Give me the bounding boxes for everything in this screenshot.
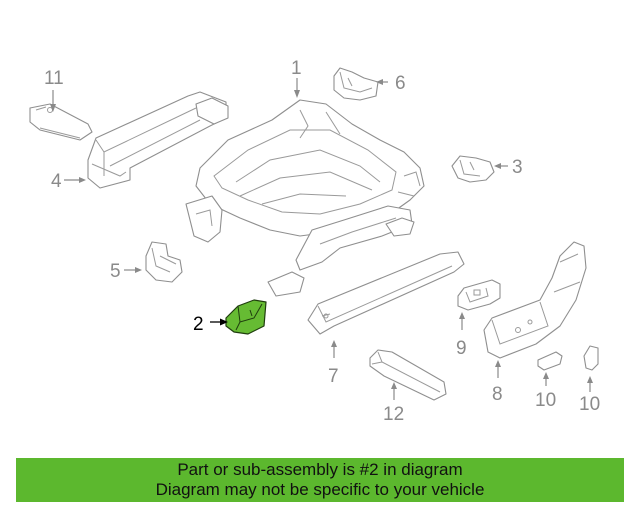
callout-11[interactable]: 11 <box>44 68 64 89</box>
leader-7-arrow <box>331 340 337 347</box>
leader-8-arrow <box>495 360 501 367</box>
part-7-side-shield[interactable] <box>307 251 465 335</box>
leader-5-arrow <box>135 267 142 273</box>
leader-10b-arrow <box>587 376 593 383</box>
part-8-side-trim[interactable] <box>483 241 587 359</box>
part-5-cover[interactable] <box>145 241 183 283</box>
leader-6-arrow <box>376 79 383 85</box>
diagram-notice-banner: Part or sub-assembly is #2 in diagram Di… <box>16 458 624 502</box>
parts-diagram: 11 4 1 6 3 <box>29 58 600 425</box>
callout-2[interactable]: 2 <box>193 314 204 335</box>
leader-12-arrow <box>391 382 397 389</box>
leader-1-arrow <box>294 90 300 98</box>
part-12-module[interactable] <box>369 349 447 401</box>
notice-line-part: Part or sub-assembly is #2 in diagram <box>177 460 463 479</box>
part-9-switch[interactable] <box>457 279 501 311</box>
callout-5[interactable]: 5 <box>110 261 121 282</box>
callout-9[interactable]: 9 <box>456 338 467 359</box>
callout-12[interactable]: 12 <box>383 404 404 425</box>
callout-8[interactable]: 8 <box>492 384 503 405</box>
part-2-cover[interactable] <box>225 299 267 335</box>
leader-10a-arrow <box>543 372 549 379</box>
part-10-knob-a[interactable] <box>537 351 563 371</box>
notice-line-disclaimer: Diagram may not be specific to your vehi… <box>155 480 485 499</box>
callout-4[interactable]: 4 <box>51 171 62 192</box>
callout-10b[interactable]: 10 <box>579 394 600 415</box>
callout-10a[interactable]: 10 <box>535 390 556 411</box>
part-6-bracket[interactable] <box>333 67 379 101</box>
callout-3[interactable]: 3 <box>512 157 523 178</box>
callout-6[interactable]: 6 <box>395 73 406 94</box>
part-10-knob-b[interactable] <box>583 345 599 371</box>
callout-1[interactable]: 1 <box>291 58 302 79</box>
leader-4-arrow <box>79 177 86 183</box>
leader-11-arrow <box>50 104 56 112</box>
leader-2-arrow <box>220 318 228 326</box>
part-11-cover[interactable] <box>29 103 93 141</box>
leader-3-arrow <box>494 163 501 169</box>
part-1-seat-frame[interactable] <box>185 99 425 297</box>
leader-9-arrow <box>459 312 465 319</box>
part-4-track[interactable] <box>87 91 229 189</box>
part-3-bracket[interactable] <box>451 155 495 183</box>
callout-7[interactable]: 7 <box>328 366 339 387</box>
